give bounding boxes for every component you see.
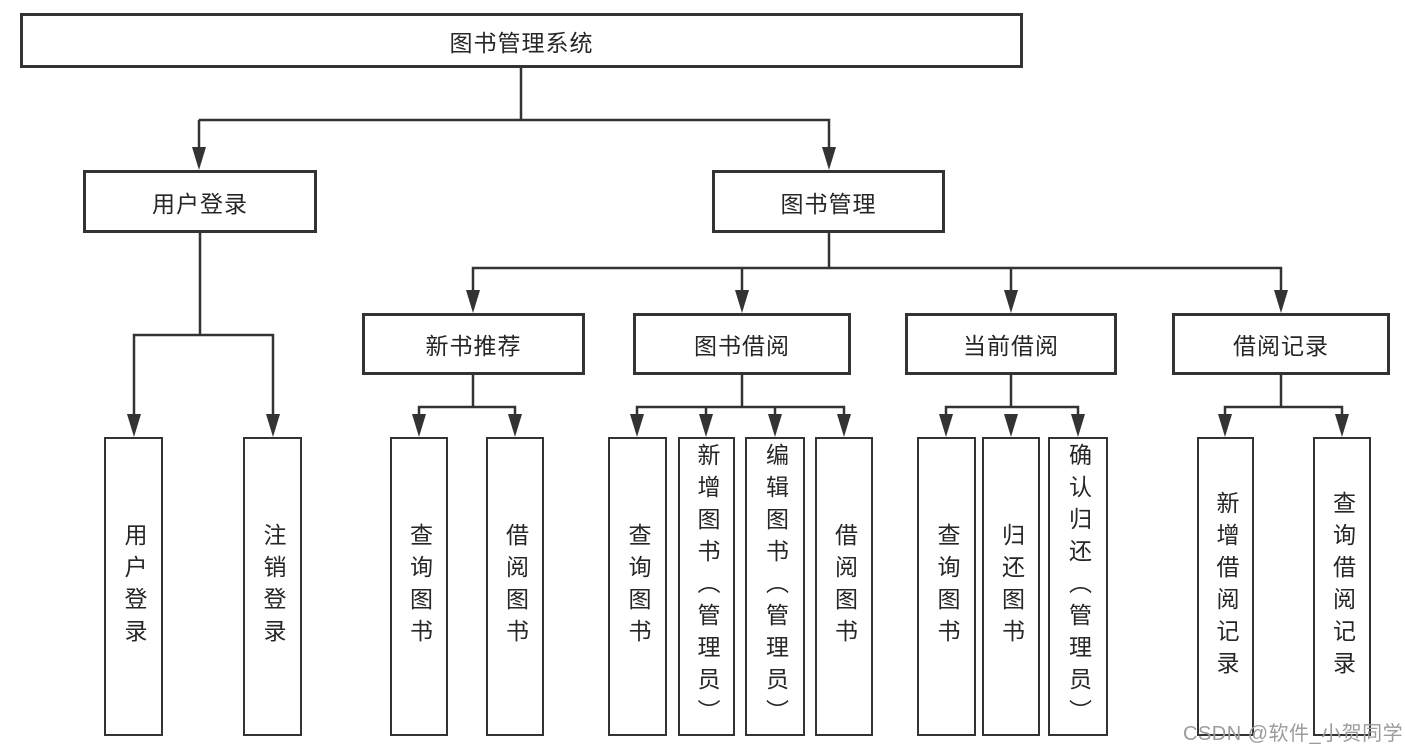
node-user-login: 用户登录 (83, 170, 317, 233)
leaf-borrow-books: 借阅图书 (815, 437, 873, 736)
leaf-label: 新增图书（管理员） (694, 442, 720, 731)
node-library-management-system: 图书管理系统 (20, 13, 1023, 68)
leaf-label: 用户登录 (121, 522, 147, 651)
leaf-label: 注销登录 (260, 522, 286, 651)
csdn-watermark: CSDN @软件_小贺同学 (1183, 723, 1404, 745)
leaf-add-book-admin: 新增图书（管理员） (678, 437, 735, 736)
leaf-label: 查询图书 (406, 522, 433, 651)
leaf-query-books-current: 查询图书 (917, 437, 976, 736)
leaf-query-books-borrow: 查询图书 (608, 437, 667, 736)
node-current-borrow: 当前借阅 (905, 313, 1117, 375)
leaf-add-borrow-record: 新增借阅记录 (1197, 437, 1254, 736)
leaf-label: 借阅图书 (831, 522, 858, 651)
leaf-label: 确认归还（管理员） (1065, 442, 1092, 731)
leaf-edit-book-admin: 编辑图书（管理员） (745, 437, 805, 736)
node-book-management: 图书管理 (712, 170, 945, 233)
connector-stems (132, 68, 1344, 416)
leaf-confirm-return-admin: 确认归还（管理员） (1048, 437, 1108, 736)
node-book-borrow: 图书借阅 (633, 313, 851, 375)
leaf-query-borrow-record: 查询借阅记录 (1313, 437, 1371, 736)
leaf-logout: 注销登录 (243, 437, 302, 736)
leaf-label: 查询借阅记录 (1329, 490, 1356, 683)
leaf-label: 归还图书 (998, 522, 1025, 651)
leaf-label: 查询图书 (934, 522, 960, 651)
node-new-book-recommend: 新书推荐 (362, 313, 585, 375)
leaf-user-login: 用户登录 (104, 437, 163, 736)
leaf-label: 新增借阅记录 (1213, 490, 1239, 683)
leaf-return-book: 归还图书 (982, 437, 1040, 736)
leaf-label: 编辑图书（管理员） (762, 442, 789, 731)
leaf-label: 查询图书 (625, 522, 651, 651)
arrowheads (127, 147, 1349, 437)
node-borrow-records: 借阅记录 (1172, 313, 1390, 375)
leaf-query-books-recommend: 查询图书 (390, 437, 448, 736)
leaf-borrow-books-recommend: 借阅图书 (486, 437, 544, 736)
leaf-label: 借阅图书 (502, 522, 529, 651)
